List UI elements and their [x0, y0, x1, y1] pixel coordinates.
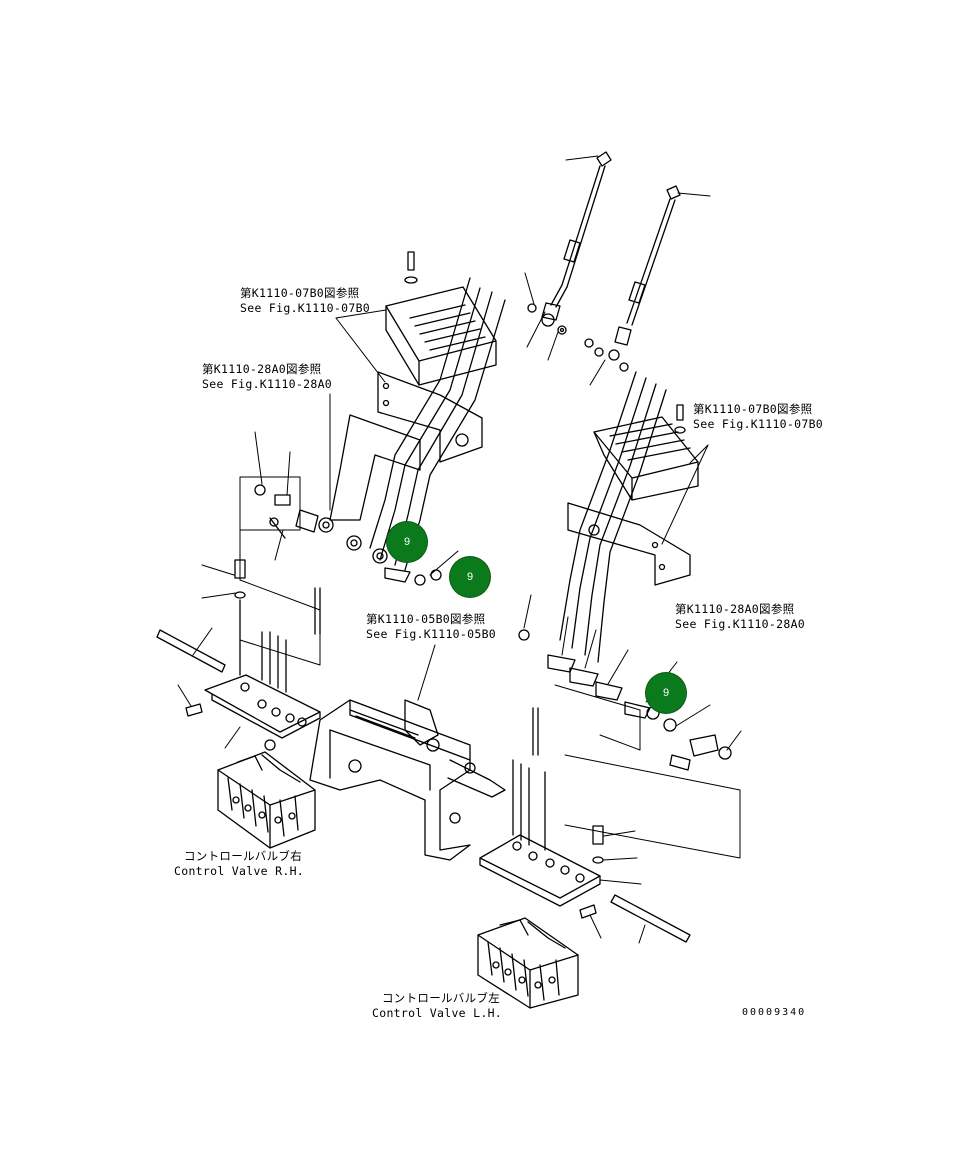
ref-label-28a0-jp: 第K1110-28A0図参照 — [202, 362, 322, 376]
ref-label-05b0-en: See Fig.K1110-05B0 — [366, 627, 497, 641]
ref-label-07b0-right-en: See Fig.K1110-07B0 — [693, 417, 824, 431]
rod-hardware — [527, 303, 604, 357]
ref-label-07b0-jp: 第K1110-07B0図参照 — [240, 286, 360, 300]
left-hand-plate — [479, 759, 691, 943]
left-bracket — [377, 251, 497, 463]
ref-label-07b0-en: See Fig.K1110-07B0 — [240, 301, 371, 315]
ref-label-28a0-right-jp: 第K1110-28A0図参照 — [675, 602, 795, 616]
ref-label-28a0-right-en: See Fig.K1110-28A0 — [675, 617, 806, 631]
control-valve-lh-label-en: Control Valve L.H. — [372, 1006, 503, 1020]
ref-label-07b0-right-jp: 第K1110-07B0図参照 — [693, 402, 813, 416]
right-hand-plate — [156, 559, 321, 739]
control-valve-lh — [477, 917, 579, 1009]
drawing-number: 00009340 — [742, 1007, 807, 1018]
ref-label-05b0-jp: 第K1110-05B0図参照 — [366, 612, 486, 626]
control-valve-lh-label-jp: コントロールバルブ左 — [382, 991, 500, 1005]
leader-lines — [177, 155, 742, 944]
right-linkage — [518, 371, 741, 859]
center-stand — [309, 699, 506, 861]
control-valve-rh — [217, 739, 316, 849]
control-rod-1 — [541, 151, 612, 327]
callout-marker-9[interactable]: 9 — [646, 673, 686, 713]
control-valve-rh-label-jp: コントロールバルブ右 — [184, 849, 302, 863]
callout-marker-9[interactable]: 9 — [450, 557, 490, 597]
left-linkage — [239, 277, 506, 666]
control-rod-2 — [608, 185, 681, 372]
ref-label-28a0-en: See Fig.K1110-28A0 — [202, 377, 333, 391]
callout-marker-9[interactable]: 9 — [387, 522, 427, 562]
right-bracket — [567, 404, 699, 586]
control-valve-rh-label-en: Control Valve R.H. — [174, 864, 305, 878]
